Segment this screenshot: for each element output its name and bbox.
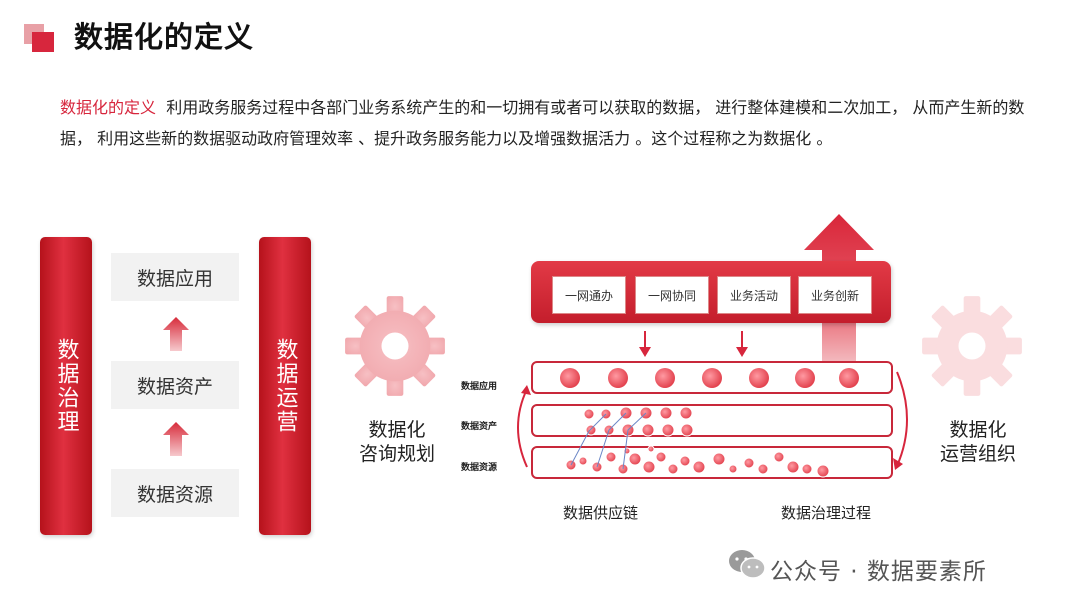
up-arrow-icon: [163, 317, 189, 351]
asset-dots: [583, 406, 694, 437]
down-arrow-icon: [639, 331, 651, 357]
service-business-activity: 业务活动: [717, 276, 791, 314]
gear-icon: [345, 296, 445, 396]
consulting-label-line2: 咨询规划: [358, 443, 435, 465]
operations-label-line1: 数据化: [949, 419, 1007, 441]
definition-term: 数据化的定义: [60, 98, 157, 117]
definition-paragraph: 数据化的定义 利用政务服务过程中各部门业务系统产生的和一切拥有或者可以获取的数据…: [60, 92, 1035, 154]
page-title: 数据化的定义: [74, 20, 255, 54]
cycle-arrow-right-icon: [893, 371, 908, 470]
data-dots: [560, 368, 859, 478]
governance-process-label: 数据治理过程: [781, 504, 872, 522]
definition-text: 利用政务服务过程中各部门业务系统产生的和一切拥有或者可以获取的数据， 进行整体建…: [60, 98, 1025, 148]
footer-watermark: 公众号 · 数据要素所: [770, 559, 987, 585]
consulting-planning-label: 数据化 咨询规划: [350, 418, 444, 466]
layer-label-asset: 数据资产: [461, 422, 498, 432]
layer-label-resource: 数据资源: [461, 463, 498, 473]
service-one-network-office: 一网通办: [552, 276, 626, 314]
stack-data-resource: 数据资源: [111, 469, 239, 517]
cycle-arrow-left-icon: [517, 385, 531, 468]
down-arrow-icon: [736, 331, 748, 357]
stack-data-asset: 数据资产: [111, 361, 239, 409]
flow-lines: [570, 412, 647, 470]
pillar-data-operation: 数据运营: [259, 237, 311, 535]
stack-data-application: 数据应用: [111, 253, 239, 301]
logo-mark-icon: [24, 24, 54, 52]
layer-data-resource: [531, 446, 893, 479]
service-one-network-collab: 一网协同: [635, 276, 709, 314]
wechat-icon: [729, 550, 766, 579]
gear-icon: [922, 296, 1022, 396]
consulting-label-line1: 数据化: [368, 419, 426, 441]
resource-dots: [565, 445, 830, 478]
application-dots: [560, 368, 859, 388]
pillar-data-governance: 数据治理: [40, 237, 92, 535]
operations-org-label: 数据化 运营组织: [928, 418, 1028, 466]
layer-label-application: 数据应用: [461, 382, 498, 392]
supply-chain-label: 数据供应链: [563, 504, 639, 522]
operations-label-line2: 运营组织: [939, 443, 1016, 465]
up-arrow-icon: [163, 422, 189, 456]
service-business-innovation: 业务创新: [798, 276, 872, 314]
